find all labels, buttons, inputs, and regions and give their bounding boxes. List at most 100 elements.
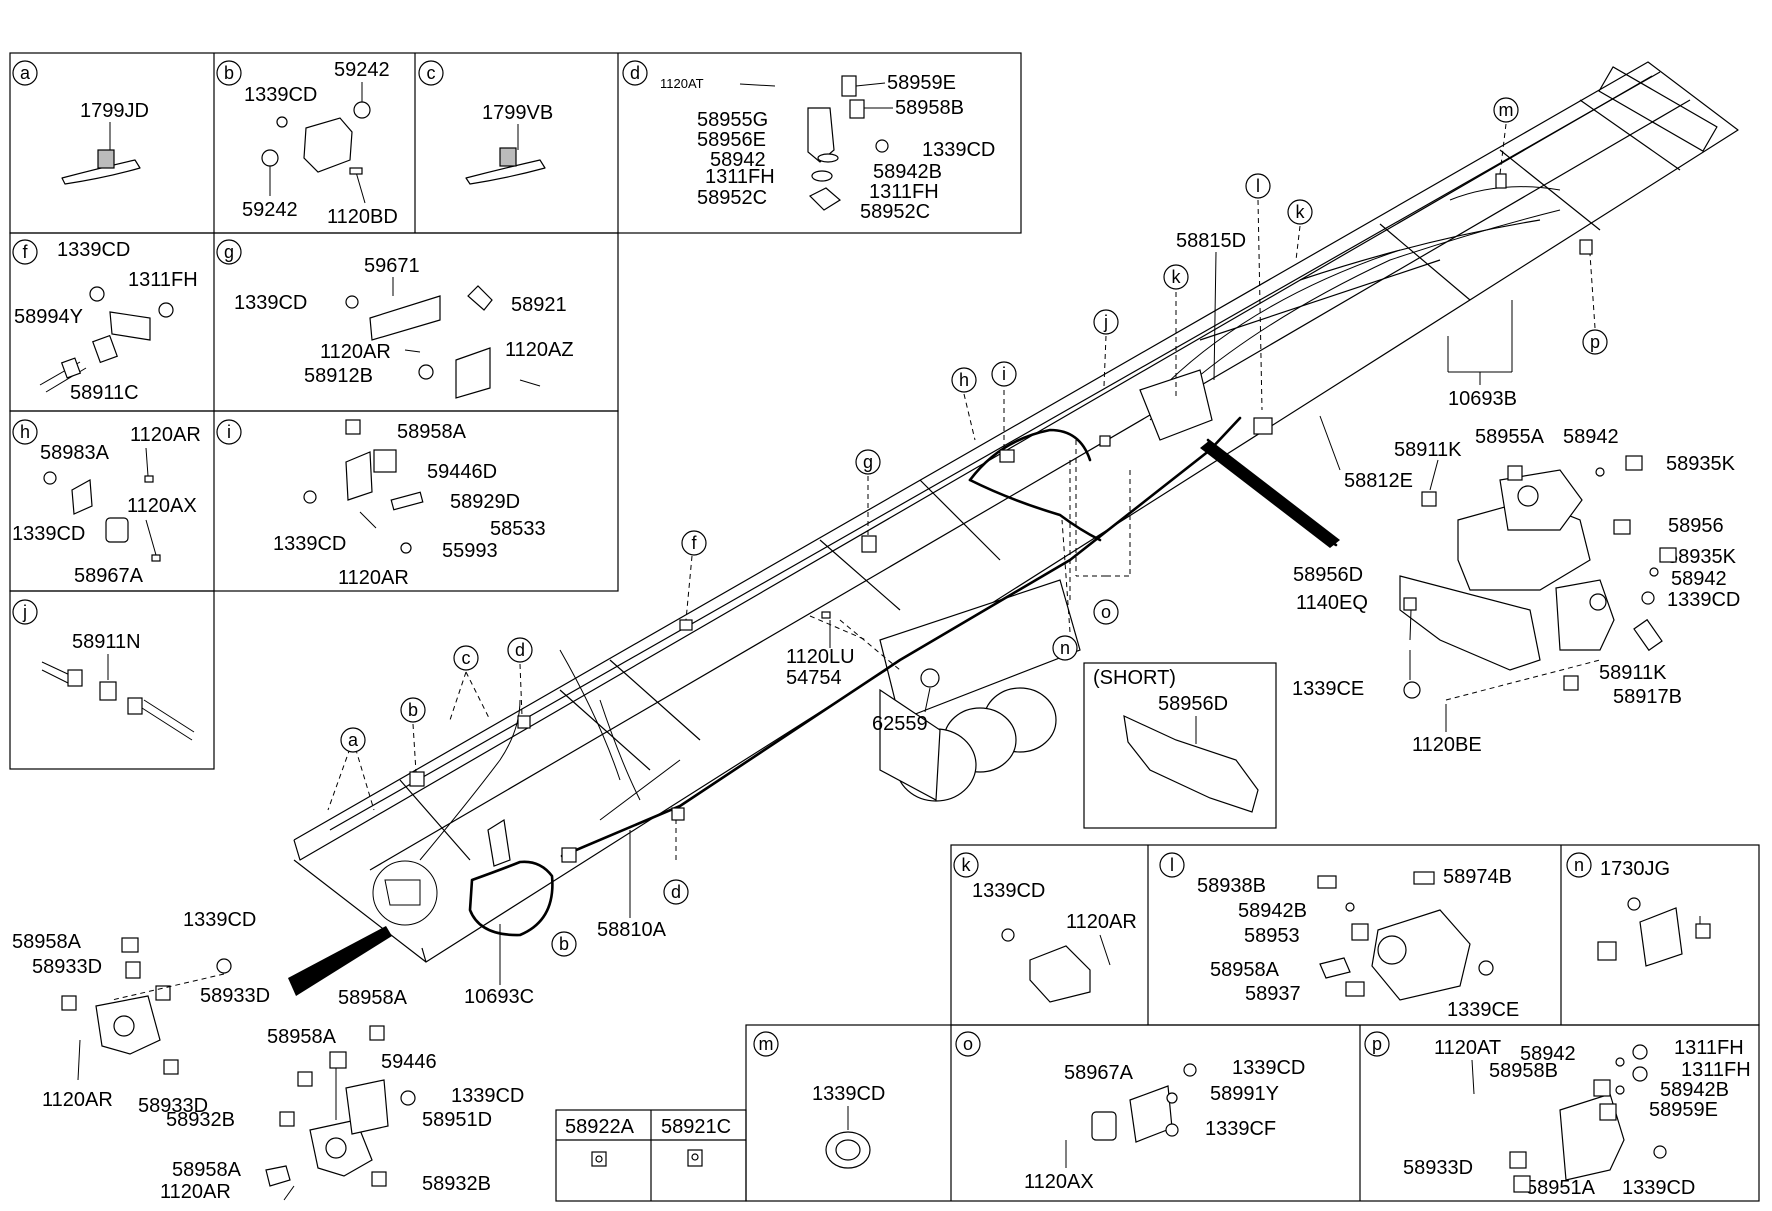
part-label: 58938B xyxy=(1197,875,1266,897)
svg-text:d: d xyxy=(630,63,640,83)
bracket-icon xyxy=(71,479,93,515)
part-label: 58942 xyxy=(1520,1043,1576,1065)
part-label: 1339CD xyxy=(1667,589,1740,611)
svg-text:i: i xyxy=(1002,364,1006,384)
part-label: 58967A xyxy=(74,565,144,587)
clamp-icon xyxy=(105,517,129,543)
part-label: 58955G xyxy=(697,109,768,131)
panel-l: l 58938B 58974B 58942B 58953 58958A 5893… xyxy=(1159,852,1519,1021)
panel-j: j 58911N xyxy=(12,599,195,741)
small-boxes: 58922A 58921C xyxy=(565,1116,731,1167)
part-label: 58955A xyxy=(1475,426,1545,448)
bracket-icon xyxy=(1639,907,1683,967)
clamp-icon xyxy=(679,619,693,631)
part-label: 1311FH xyxy=(1681,1059,1751,1081)
air-hoses xyxy=(419,186,1561,937)
part-label: 58911K xyxy=(1394,439,1462,461)
air-tanks xyxy=(879,579,1081,802)
part-label: 1730JG xyxy=(1600,858,1670,880)
svg-text:j: j xyxy=(22,602,27,622)
part-label: 58983A xyxy=(40,442,110,464)
part-label: 58810A xyxy=(597,919,667,941)
svg-text:p: p xyxy=(1372,1034,1382,1054)
part-label: 58952C xyxy=(697,187,767,209)
part-label: 58958A xyxy=(1210,959,1280,981)
frame-components xyxy=(409,173,1593,867)
panel-f: f 1339CD 1311FH 58994Y 58911C xyxy=(12,239,198,404)
svg-text:o: o xyxy=(1101,602,1111,622)
part-label: 58956D xyxy=(1158,693,1228,715)
part-label: 59446D xyxy=(427,461,497,483)
part-label: 58911C xyxy=(70,382,139,404)
valve-icon xyxy=(999,449,1015,463)
relay-valve-icon xyxy=(1371,909,1471,1001)
panel-k: k 1339CD 1120AR xyxy=(953,852,1137,1003)
part-label: 1311FH xyxy=(1674,1037,1744,1059)
part-label: 58922A xyxy=(565,1116,635,1138)
main-callouts: a b b c d d f g h i j k k l m n o p xyxy=(340,97,1608,957)
part-label: 1120AR xyxy=(320,341,391,363)
part-label: 58956D xyxy=(1293,564,1363,586)
chassis-frame xyxy=(293,61,1739,963)
part-label: 1339CD xyxy=(273,533,346,555)
svg-text:k: k xyxy=(1296,202,1306,222)
part-label: 1339CD xyxy=(922,139,995,161)
panel-g: g 59671 1339CD 58921 1120AR 1120AZ 58912… xyxy=(216,239,574,399)
part-label: 59446 xyxy=(381,1051,437,1073)
part-label: 58912B xyxy=(304,365,373,387)
part-label: 1311FH xyxy=(705,166,775,188)
part-label: 58917B xyxy=(1613,686,1682,708)
part-label: 1339CD xyxy=(972,880,1045,902)
panel-m: n 1730JG xyxy=(1566,852,1711,967)
part-label: 58958A xyxy=(397,421,467,443)
right-valve-assembly: 58911K 58955A 58942 58935K 58956 58935K … xyxy=(1292,426,1740,756)
part-label: 58958B xyxy=(1489,1060,1558,1082)
part-label: 58974B xyxy=(1443,866,1512,888)
part-label: 10693C xyxy=(464,986,534,1008)
svg-text:b: b xyxy=(408,700,418,720)
part-label: 1120AX xyxy=(1024,1171,1094,1193)
part-label: 1120AR xyxy=(130,424,201,446)
part-label: 58911N xyxy=(72,631,141,653)
bracket-icon xyxy=(345,1079,389,1135)
part-label: 58951A xyxy=(1526,1177,1596,1199)
svg-text:b: b xyxy=(559,934,569,954)
part-label: 1120BD xyxy=(327,206,398,228)
clamp-icon xyxy=(1099,435,1111,447)
part-label: 58956E xyxy=(697,129,766,151)
part-label: 58967A xyxy=(1064,1062,1134,1084)
part-label: 1120AX xyxy=(127,495,197,517)
panel-h: h 1120AR 58983A 1120AX 1339CD 58967A xyxy=(12,419,201,587)
panel-d: d 1120AT 58959E 58958B 58955G 58956E 589… xyxy=(622,60,995,223)
svg-text:f: f xyxy=(22,242,28,262)
panel-c: c 1799VB xyxy=(418,60,553,185)
part-label: 54754 xyxy=(786,667,842,689)
bracket-icon xyxy=(1123,714,1259,813)
svg-text:a: a xyxy=(348,730,359,750)
part-label: 1120AR xyxy=(338,567,409,589)
svg-text:c: c xyxy=(427,63,436,83)
part-label: 58933D xyxy=(32,956,102,978)
part-label: 58942B xyxy=(873,161,942,183)
valve-icon xyxy=(671,807,685,821)
part-label: 1339CD xyxy=(234,292,307,314)
part-label: 10693B xyxy=(1448,388,1517,410)
lower-valve-assembly: 58958A 58958A 59446 1339CD 58932B 58951D… xyxy=(160,987,524,1203)
part-label: 1120LU xyxy=(786,646,855,668)
part-label: 1120AZ xyxy=(505,339,574,361)
part-label: 58935K xyxy=(1666,453,1736,475)
svg-text:m: m xyxy=(1499,100,1514,120)
part-label: 58932B xyxy=(422,1173,491,1195)
part-label: 59242 xyxy=(334,59,390,81)
part-label: 1140EQ xyxy=(1296,592,1368,614)
part-label: 1339CD xyxy=(1622,1177,1695,1199)
panel-i: i 58958A 59446D 58929D 1339CD 58533 5599… xyxy=(216,419,546,589)
panel-grid xyxy=(9,52,1022,770)
svg-text:m: m xyxy=(759,1034,774,1054)
relay-valve-icon xyxy=(1139,369,1213,441)
svg-text:c: c xyxy=(462,648,471,668)
part-label: 58958A xyxy=(12,931,82,953)
main-part-labels: 58815D 10693B 58812E 1120LU 54754 62559 … xyxy=(464,230,1517,1008)
valve-icon xyxy=(303,117,353,173)
